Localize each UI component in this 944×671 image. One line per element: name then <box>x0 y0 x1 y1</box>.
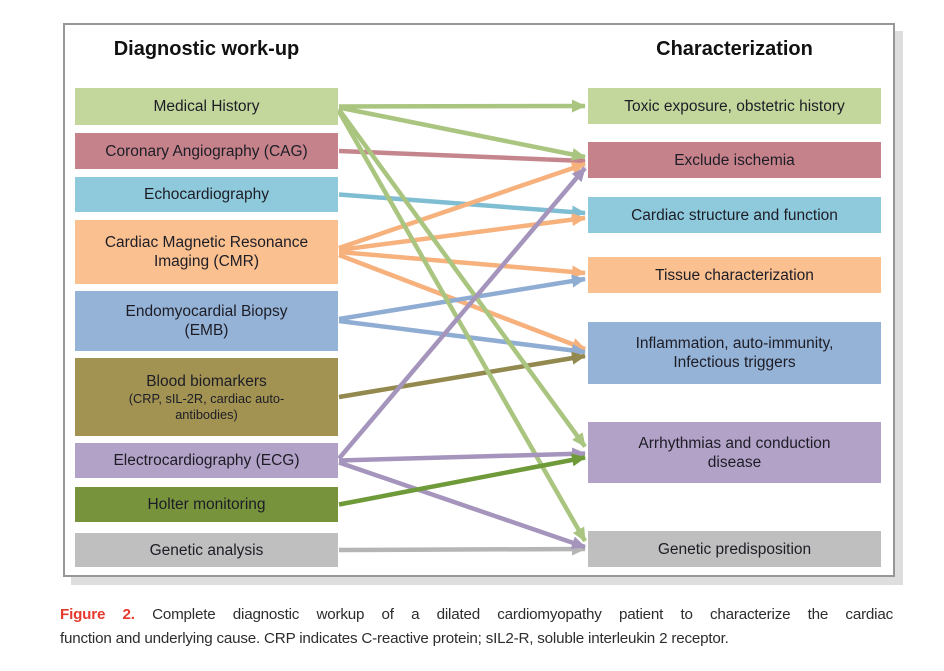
connection-blood-biomarkers-to-inflammation <box>338 351 586 400</box>
workup-column-header: Diagnostic work-up <box>113 38 300 60</box>
connection-cmr-to-cardiac-structure <box>338 213 586 253</box>
box-label: Genetic analysis <box>149 541 264 559</box>
box-label: Electrocardiography (ECG) <box>113 452 300 469</box>
box-label: Echocardiography <box>144 186 269 203</box>
connection-medical-history-to-toxic-exposure <box>338 99 586 113</box>
workup-box-echocardiography: Echocardiography <box>75 177 338 212</box>
box-label: Arrhythmias and conduction <box>638 434 831 452</box>
box-sublabel: (CRP, sIL-2R, cardiac auto- <box>128 390 285 406</box>
box-label: Holter monitoring <box>147 496 266 513</box>
connection-emb-to-inflammation <box>338 318 586 357</box>
box-sublabel: antibodies) <box>175 406 238 422</box>
box-label: Cardiac Magnetic Resonance <box>104 234 309 251</box>
box-label: Cardiac structure and function <box>631 206 838 224</box>
caption-line-1: Figure 2. Complete diagnostic workup of … <box>60 603 893 627</box>
box-label: Tissue characterization <box>655 266 814 284</box>
characterization-box-genetic-predisposition: Genetic predisposition <box>588 531 881 567</box>
box-label: Endomyocardial Biopsy <box>125 303 288 320</box>
workup-box-holter: Holter monitoring <box>75 487 338 522</box>
workup-box-medical-history: Medical History <box>75 88 338 125</box>
figure-label: Figure 2. <box>60 606 135 623</box>
connection-emb-to-tissue-characterization <box>338 274 586 322</box>
connection-medical-history-to-arrhythmias <box>337 108 587 448</box>
connection-medical-history-to-exclude-ischemia <box>338 105 586 161</box>
connection-ecg-to-exclude-ischemia <box>337 166 587 460</box>
box-label: Exclude ischemia <box>674 151 795 169</box>
characterization-box-inflammation: Inflammation, auto-immunity, Infectious t… <box>588 322 881 384</box>
box-label: Imaging (CMR) <box>153 253 260 270</box>
connection-coronary-angiography-to-exclude-ischemia <box>338 148 586 167</box>
workup-box-emb: Endomyocardial Biopsy (EMB) <box>75 291 338 351</box>
figure-caption: Figure 2. Complete diagnostic workup of … <box>60 603 893 651</box>
caption-text-1: Complete diagnostic workup of a dilated … <box>152 606 893 623</box>
workup-box-blood-biomarkers: Blood biomarkers(CRP, sIL-2R, cardiac au… <box>75 358 338 436</box>
box-label: Medical History <box>153 98 260 115</box>
connection-cmr-to-exclude-ischemia <box>338 161 586 251</box>
connection-holter-to-arrhythmias <box>338 453 586 507</box>
characterization-column-header: Characterization <box>656 38 813 60</box>
box-label: Blood biomarkers <box>146 372 267 390</box>
characterization-box-tissue-characterization: Tissue characterization <box>588 257 881 293</box>
workup-box-ecg: Electrocardiography (ECG) <box>75 443 338 478</box>
connection-ecg-to-genetic-predisposition <box>338 460 586 550</box>
connection-ecg-to-arrhythmias <box>338 447 586 463</box>
box-label: Coronary Angiography (CAG) <box>105 142 308 160</box>
caption-text-2: function and underlying cause. CRP indic… <box>60 630 729 647</box>
box-label: Infectious triggers <box>673 354 796 371</box>
characterization-box-toxic-exposure: Toxic exposure, obstetric history <box>588 88 881 124</box>
connection-cmr-to-inflammation <box>338 252 586 352</box>
connection-cmr-to-tissue-characterization <box>338 249 586 279</box>
characterization-box-exclude-ischemia: Exclude ischemia <box>588 142 881 178</box>
box-label: Toxic exposure, obstetric history <box>624 97 845 115</box>
connection-genetic-analysis-to-genetic-predisposition <box>338 542 586 556</box>
workup-box-genetic-analysis: Genetic analysis <box>75 533 338 567</box>
box-label: Inflammation, auto-immunity, <box>635 335 834 352</box>
connection-medical-history-to-genetic-predisposition <box>337 110 587 543</box>
box-label: disease <box>707 453 762 471</box>
box-label: (EMB) <box>184 322 229 339</box>
box-label: Genetic predisposition <box>657 540 812 558</box>
characterization-box-cardiac-structure: Cardiac structure and function <box>588 197 881 233</box>
workup-box-coronary-angiography: Coronary Angiography (CAG) <box>75 133 338 169</box>
